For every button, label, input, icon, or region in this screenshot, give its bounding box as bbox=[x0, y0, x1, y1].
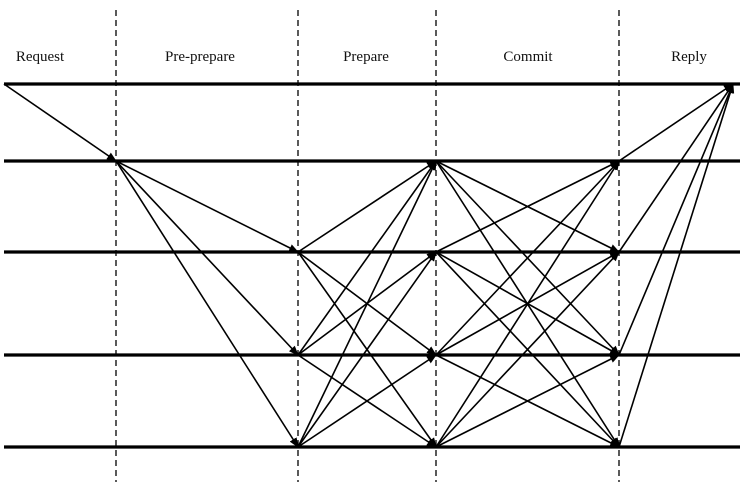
message-arrow bbox=[115, 160, 299, 448]
message-arrow bbox=[3, 83, 117, 162]
phase-labels: Request Pre-prepare Prepare Commit Reply bbox=[16, 49, 708, 65]
message-arrow bbox=[435, 160, 620, 448]
phase-label-prepare: Prepare bbox=[343, 49, 389, 65]
message-arrow bbox=[435, 160, 620, 356]
message-arrow bbox=[618, 83, 734, 356]
phase-label-commit: Commit bbox=[503, 49, 553, 65]
message-arrow bbox=[435, 354, 620, 448]
message-arrow bbox=[115, 160, 299, 253]
phase-label-reply: Reply bbox=[671, 49, 707, 65]
message-arrow bbox=[297, 160, 437, 253]
message-arrow bbox=[618, 83, 734, 162]
message-arrow bbox=[618, 83, 735, 448]
message-arrow bbox=[435, 251, 620, 448]
message-arrow bbox=[297, 160, 437, 448]
phase-label-request: Request bbox=[16, 49, 65, 65]
phase-label-pre-prepare: Pre-prepare bbox=[165, 49, 235, 65]
message-arrow bbox=[618, 83, 734, 253]
message-arrow bbox=[297, 251, 437, 448]
phase-dividers bbox=[115, 10, 620, 482]
message-arrow bbox=[435, 160, 620, 253]
message-arrows bbox=[3, 83, 735, 448]
message-arrow bbox=[115, 160, 299, 356]
message-arrow bbox=[297, 160, 437, 356]
message-arrow bbox=[297, 354, 437, 448]
replica-timelines bbox=[4, 82, 740, 449]
